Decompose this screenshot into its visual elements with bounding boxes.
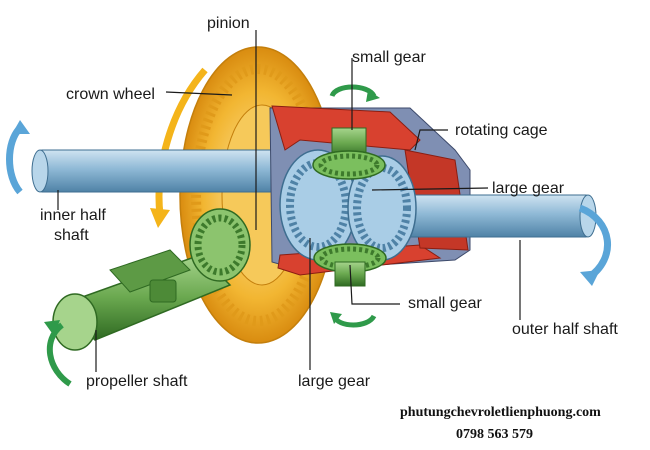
label-inner-half-shaft-1: inner half xyxy=(40,207,106,224)
label-small-gear-bottom: small gear xyxy=(408,295,482,312)
label-pinion: pinion xyxy=(207,15,250,32)
rotation-arrow-right-icon xyxy=(578,204,612,286)
label-large-gear-bottom: large gear xyxy=(298,373,371,390)
watermark-site: phutungchevroletlienphuong.com xyxy=(400,405,601,420)
rotation-arrow-left-icon xyxy=(6,120,30,195)
label-inner-half-shaft-2: shaft xyxy=(54,227,89,244)
label-large-gear-right: large gear xyxy=(492,180,565,197)
watermark-phone: 0798 563 579 xyxy=(456,427,533,442)
propeller-rotation-arrow-icon xyxy=(44,320,72,387)
small-gear-top-rotation-icon xyxy=(329,84,380,102)
leader-lines xyxy=(57,30,521,372)
small-gear-top xyxy=(312,127,386,180)
label-small-gear-top: small gear xyxy=(352,49,426,66)
pinion xyxy=(189,208,251,282)
propeller-shaft xyxy=(52,249,232,351)
inner-half-shaft xyxy=(31,149,309,193)
label-rotating-cage: rotating cage xyxy=(455,122,548,139)
label-crown-wheel: crown wheel xyxy=(66,86,155,103)
label-outer-half-shaft: outer half shaft xyxy=(512,321,618,338)
small-gear-bottom-rotation-icon xyxy=(330,312,377,328)
label-propeller-shaft: propeller shaft xyxy=(86,373,188,390)
crown-rotation-arrow-icon xyxy=(150,67,208,228)
